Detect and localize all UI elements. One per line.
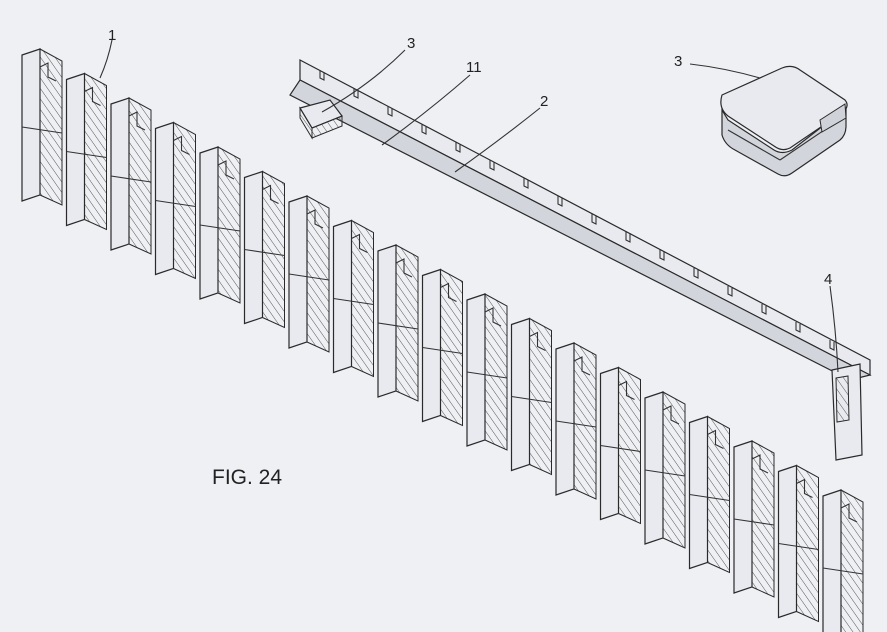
comb-tooth [110,97,152,255]
comb-tooth [377,244,419,402]
rail-notch [591,214,597,225]
leader-4 [829,285,839,373]
leader-3b [689,63,761,79]
rail-notch [557,196,563,207]
comb-tooth [822,489,864,632]
rail-notch [455,142,461,153]
rail-notch [523,178,529,189]
comb-tooth [21,48,63,206]
comb-tooth [644,391,686,549]
leader-11 [381,74,471,146]
rail-notch [795,322,801,333]
rail-notch [489,160,495,171]
rail-notch [829,340,835,351]
leader-lines [99,39,839,373]
rail-notch [727,286,733,297]
comb-tooth [777,464,819,623]
label-11: 11 [466,59,482,76]
comb-tooth [733,440,775,598]
comb-tooth [466,293,508,451]
label-3b: 3 [674,53,682,70]
comb-strip-part-1 [21,48,864,632]
comb-tooth [199,146,241,304]
contact-element-detail [720,65,848,177]
label-1: 1 [108,27,116,44]
comb-tooth [555,342,597,500]
rail-notch [659,250,665,261]
label-4: 4 [824,271,832,288]
comb-tooth [288,195,330,353]
rail-notch [625,232,631,243]
rail-strip-part-2 [289,59,872,381]
label-2: 2 [540,93,548,110]
label-3a: 3 [407,35,415,52]
comb-tooth [332,219,374,378]
rail-notch [319,70,325,81]
leader-3a [321,49,406,113]
comb-tooth [599,366,641,525]
comb-tooth [154,121,196,280]
comb-tooth [421,268,463,427]
leader-2 [454,107,541,173]
leader-1 [99,39,113,79]
rail-notch [421,124,427,135]
comb-tooth [510,317,552,476]
comb-tooth [688,415,730,574]
reference-labels: 1 3 11 2 3 4 [108,27,832,288]
rail-notch [387,106,393,117]
rail-notch [693,268,699,279]
comb-tooth [243,170,285,329]
figure-caption: FIG. 24 [212,466,282,489]
comb-tooth [65,72,107,231]
rail-notch [761,304,767,315]
end-piece-part-4 [831,363,863,461]
